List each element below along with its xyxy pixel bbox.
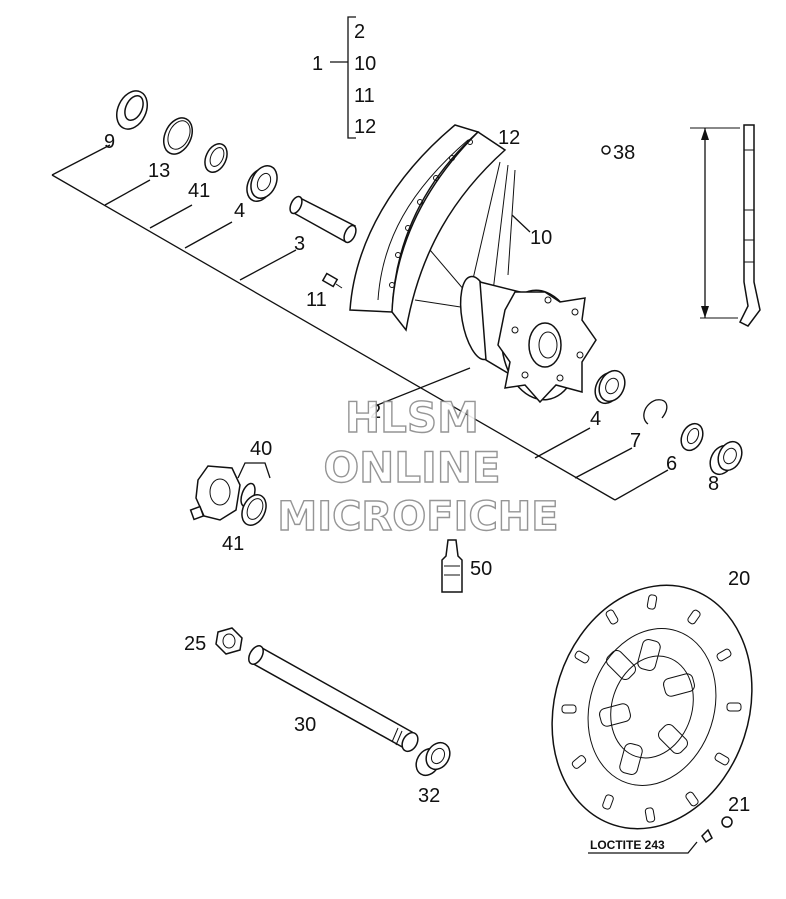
seal-ring-part-9	[116, 90, 148, 130]
callout-41-top: 41	[188, 180, 210, 202]
callout-21: 21	[728, 794, 750, 816]
assembly-bracket	[330, 16, 356, 139]
circlip-part-41-lower	[241, 494, 267, 526]
callout-32: 32	[418, 785, 440, 807]
watermark-line-1: HLSM	[345, 393, 479, 442]
callout-3: 3	[294, 233, 305, 255]
callout-10-list: 10	[354, 53, 376, 75]
spoke-length-detail	[690, 124, 761, 327]
axle-nut-part-25	[215, 627, 243, 655]
seal-part-6	[680, 422, 704, 452]
callout-11: 11	[306, 289, 327, 311]
callout-11-list: 11	[354, 85, 375, 107]
hub-part-2	[459, 275, 597, 404]
callout-50: 50	[470, 558, 492, 580]
axle-part-30	[248, 645, 419, 753]
spoke-nipple-part-11	[321, 272, 343, 289]
watermark-line-3: MICROFICHE	[277, 494, 558, 540]
callout-30: 30	[294, 714, 316, 736]
callout-38: 38	[613, 142, 635, 164]
spacer-part-8	[709, 440, 743, 476]
bearing-part-4-right	[594, 369, 626, 405]
callout-41-bottom: 41	[222, 533, 244, 555]
callout-8: 8	[708, 473, 719, 495]
watermark-line-2: ONLINE	[323, 443, 500, 492]
spacer-tube-part-3	[289, 195, 357, 244]
callout-2-list: 2	[354, 21, 365, 43]
callout-2-hub: 2	[370, 401, 381, 423]
callout-20: 20	[728, 568, 750, 590]
bearing-part-4-left	[246, 165, 278, 202]
callout-40: 40	[250, 438, 272, 460]
ring-part-13	[162, 117, 194, 155]
disc-slots	[561, 594, 742, 823]
callout-13: 13	[148, 160, 170, 182]
callout-1: 1	[312, 53, 323, 75]
brake-disc-part-20	[551, 584, 753, 830]
callout-4-left: 4	[234, 200, 245, 222]
assembly-axis-lines	[51, 144, 669, 501]
watermark: HLSM ONLINE MICROFICHE	[277, 392, 560, 540]
circlip-part-41	[204, 143, 228, 173]
callout-25: 25	[184, 633, 206, 655]
callout-4-right: 4	[590, 408, 601, 430]
callout-12-rim: 12	[498, 127, 520, 149]
axle-cap-part-32	[415, 741, 451, 777]
loctite-note: LOCTITE 243	[590, 838, 665, 852]
callout-10-spoke: 10	[530, 227, 552, 249]
nut-part-38	[601, 145, 611, 155]
circlip-part-7	[643, 399, 668, 425]
disc-windows	[599, 639, 695, 775]
callout-9: 9	[104, 131, 115, 153]
rim-part-12	[349, 124, 507, 332]
disc-bolt-part-21	[588, 816, 733, 854]
callout-6: 6	[666, 453, 677, 475]
grease-tube-part-50	[441, 539, 463, 593]
callout-12-list: 12	[354, 116, 376, 138]
callout-7: 7	[630, 430, 641, 452]
